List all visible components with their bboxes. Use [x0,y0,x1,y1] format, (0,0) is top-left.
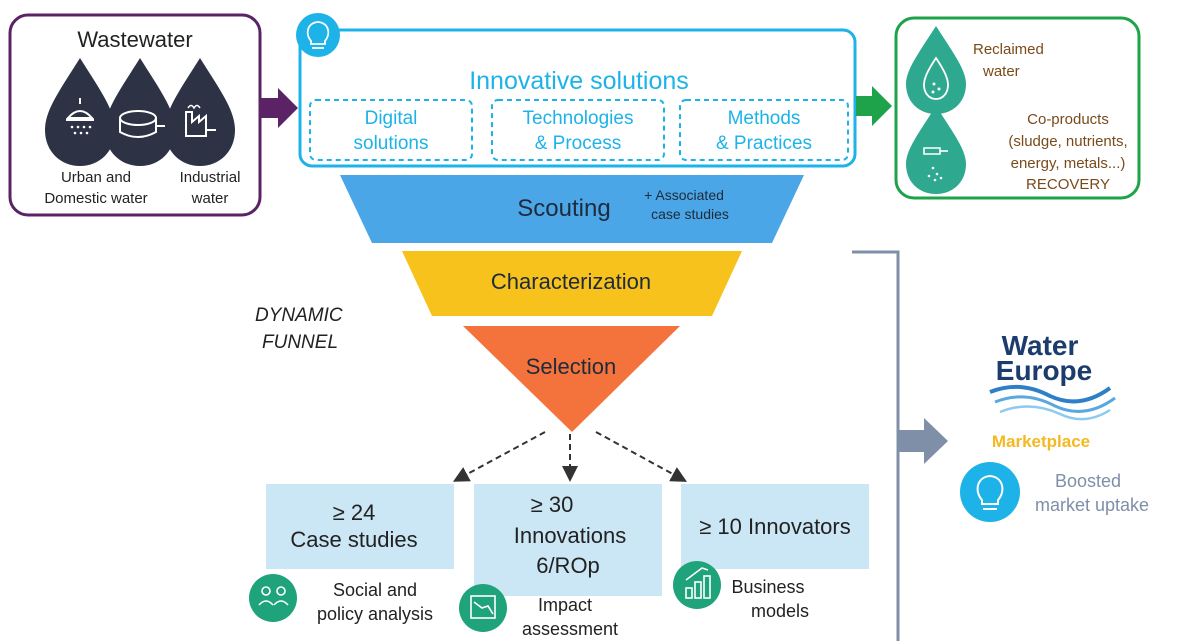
characterization-label: Characterization [491,269,651,294]
logo-europe: Europe [996,355,1092,386]
marketplace-label: Marketplace [992,432,1090,451]
innovations-label: Innovations [514,523,627,548]
selection-label: Selection [526,354,617,379]
analyses: Social and policy analysis Impact assess… [249,561,809,639]
results: ≥ 24 Case studies ≥ 30 Innovations 6/ROp… [266,484,869,596]
wastewater-title: Wastewater [77,27,192,52]
boosted-line2: market uptake [1035,495,1149,515]
industrial-label-line2: water [191,190,229,207]
impact-assessment-icon [459,584,507,632]
urban-label-line2: Domestic water [44,190,147,207]
marketplace-bracket [852,250,948,641]
innovative-solutions-title: Innovative solutions [469,67,689,95]
methods-line1: Methods [728,108,801,129]
scouting-label: Scouting [517,195,610,222]
digital-line1: Digital [365,108,418,129]
social-line2: policy analysis [317,604,433,624]
innovations-rop: 6/ROp [536,553,600,578]
boost-lightbulb-icon [960,462,1020,522]
factory-drop-icon [165,58,235,166]
outputs-panel: Reclaimed water Co-products (sludge, nut… [894,16,1141,200]
dynamic-funnel-line1: DYNAMIC [255,305,343,326]
methods-box [679,99,849,161]
wastewater-panel: Wastewater Urban and Domestic water Indu… [8,13,262,217]
case-studies-label: Case studies [290,527,417,552]
social-policy-icon [249,574,297,622]
business-models-icon [673,561,721,609]
selection-arrows [452,431,688,482]
selection-stage [463,326,680,432]
technologies-box [491,99,665,161]
dynamic-funnel-line2: FUNNEL [262,332,338,353]
case-studies-count: ≥ 24 [333,500,376,525]
associated-line1: + Associated [644,187,724,203]
characterization-stage [402,251,742,316]
innovations-box [474,484,662,596]
coproducts-line3: energy, metals...) [1011,155,1126,172]
reclaimed-line1: Reclaimed [973,41,1044,58]
business-line1: Business [731,577,804,597]
impact-line1: Impact [538,595,592,615]
business-line2: models [751,601,809,621]
industrial-label-line1: Industrial [180,169,241,186]
urban-label-line1: Urban and [61,169,131,186]
social-line1: Social and [333,580,417,600]
treatment-drop-icon [105,58,175,166]
tech-line1: Technologies [523,108,634,129]
coproducts-line1: Co-products [1027,111,1109,128]
input-arrow-icon [260,88,298,128]
funnel: Scouting + Associated case studies Chara… [255,175,804,432]
scouting-stage [340,175,804,243]
coproducts-line4: RECOVERY [1026,176,1110,193]
shower-drop-icon [45,58,115,166]
reclaimed-line2: water [982,63,1020,80]
lightbulb-icon [296,13,340,57]
reclaimed-water-drop-icon [906,26,966,114]
output-arrow-icon [856,86,892,126]
case-studies-box [266,484,454,569]
innovators-label: ≥ 10 Innovators [699,514,851,539]
tech-line2: & Process [535,133,622,154]
innovations-count: ≥ 30 [531,492,574,517]
water-europe-logo: Water Europe [989,330,1116,421]
digital-solutions-box [309,99,473,161]
methods-line2: & Practices [716,133,812,154]
associated-line2: case studies [651,206,729,222]
co-products-drop-icon [906,106,966,194]
boosted-line1: Boosted [1055,471,1121,491]
impact-line2: assessment [522,619,618,639]
logo-water: Water [1002,330,1079,361]
innovative-solutions-panel: Innovative solutions Digital solutions T… [296,13,857,168]
coproducts-line2: (sludge, nutrients, [1008,133,1127,150]
innovators-box [681,484,869,569]
digital-line2: solutions [354,133,429,154]
